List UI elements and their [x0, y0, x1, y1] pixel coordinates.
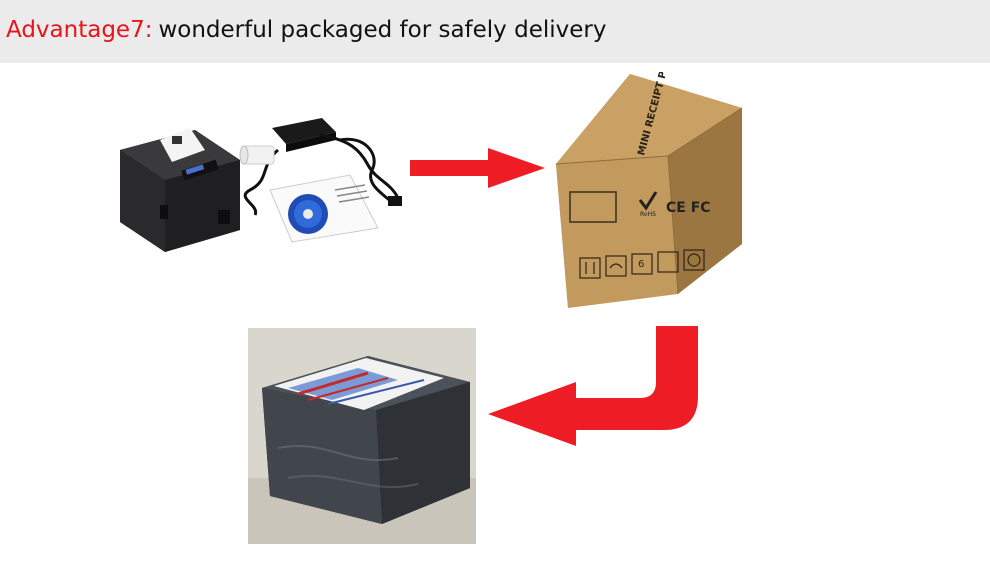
- rohs-check-icon: [638, 191, 658, 211]
- ce-fc-marks: CE FC: [666, 200, 711, 216]
- rohs-text: RoHS: [640, 211, 656, 218]
- manual-cd-icon: [269, 174, 379, 243]
- header-title: Advantage7:wonderful packaged for safely…: [6, 14, 606, 46]
- shipping-label: [274, 358, 444, 410]
- arrow-return-icon: [488, 326, 698, 446]
- power-adapter-icon: [243, 118, 402, 216]
- header-bar: Advantage7:wonderful packaged for safely…: [0, 0, 990, 63]
- wrapped-package-image: [248, 328, 476, 544]
- printer-icon: [120, 128, 240, 252]
- stack-limit-text: 6: [638, 259, 644, 270]
- advantage-label: Advantage7:: [6, 17, 153, 43]
- header-description: wonderful packaged for safely delivery: [158, 17, 607, 43]
- arrow-right-icon: [410, 148, 545, 188]
- handling-symbols: [579, 249, 705, 279]
- paper-roll-icon: [239, 145, 275, 165]
- printer-accessories-image: [120, 118, 402, 252]
- cardboard-box-image: MINI RECEIPT PRINTER RoHS CE FC 6: [555, 72, 743, 308]
